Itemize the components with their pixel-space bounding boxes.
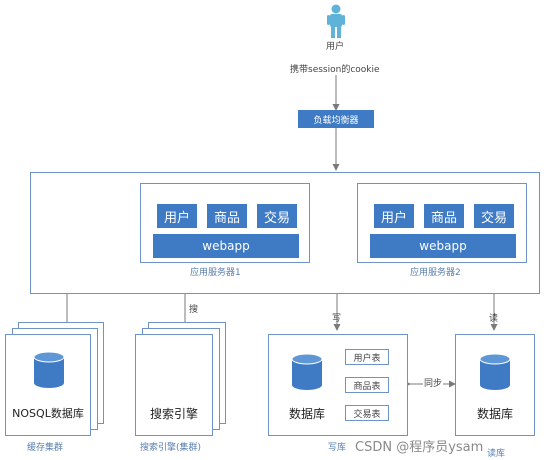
module-user: 用户 bbox=[374, 204, 414, 228]
nosql-box: NOSQL数据库 bbox=[5, 334, 91, 436]
module-trade: 交易 bbox=[474, 204, 514, 228]
webapp-bar: webapp bbox=[370, 234, 516, 258]
module-product: 商品 bbox=[424, 204, 464, 228]
cookie-label: 携带session的cookie bbox=[290, 65, 380, 75]
search-box: 搜索引擎 bbox=[135, 334, 213, 436]
write-db-caption: 写库 bbox=[328, 443, 347, 453]
table-users: 用户表 bbox=[345, 349, 389, 365]
edge-label-search: 搜 bbox=[189, 305, 199, 315]
app-server-2-caption: 应用服务器2 bbox=[410, 268, 461, 278]
table-trades: 交易表 bbox=[345, 405, 389, 421]
write-db-box: 数据库 用户表 商品表 交易表 bbox=[268, 334, 408, 436]
app-server-2: 用户 商品 交易 webapp bbox=[357, 183, 527, 263]
nosql-caption: 缓存集群 bbox=[27, 443, 64, 453]
watermark: CSDN @程序员ysam bbox=[355, 440, 484, 455]
nosql-db-label: NOSQL数据库 bbox=[12, 407, 84, 420]
write-db-label: 数据库 bbox=[288, 407, 325, 421]
database-icon bbox=[291, 353, 323, 395]
module-trade: 交易 bbox=[257, 204, 297, 228]
edge-label-write: 写 bbox=[332, 314, 342, 324]
database-icon bbox=[33, 351, 65, 393]
load-balancer: 负载均衡器 bbox=[298, 110, 374, 128]
database-icon bbox=[479, 353, 511, 395]
sync-label: 同步 bbox=[423, 376, 444, 389]
user-person-icon bbox=[326, 4, 346, 38]
app-server-1-caption: 应用服务器1 bbox=[190, 268, 241, 278]
read-db-label: 数据库 bbox=[476, 407, 513, 421]
module-user: 用户 bbox=[157, 204, 197, 228]
edge-label-read: 读 bbox=[489, 314, 499, 324]
search-caption: 搜索引擎(集群) bbox=[140, 443, 202, 453]
user-label: 用户 bbox=[326, 42, 345, 52]
read-db-box: 数据库 bbox=[455, 334, 535, 436]
module-product: 商品 bbox=[207, 204, 247, 228]
search-engine-label: 搜索引擎 bbox=[149, 407, 198, 421]
table-products: 商品表 bbox=[345, 377, 389, 393]
webapp-bar: webapp bbox=[153, 234, 299, 258]
app-server-1: 用户 商品 交易 webapp bbox=[140, 183, 310, 263]
read-db-caption: 读库 bbox=[487, 449, 506, 459]
load-balancer-label: 负载均衡器 bbox=[313, 115, 359, 126]
